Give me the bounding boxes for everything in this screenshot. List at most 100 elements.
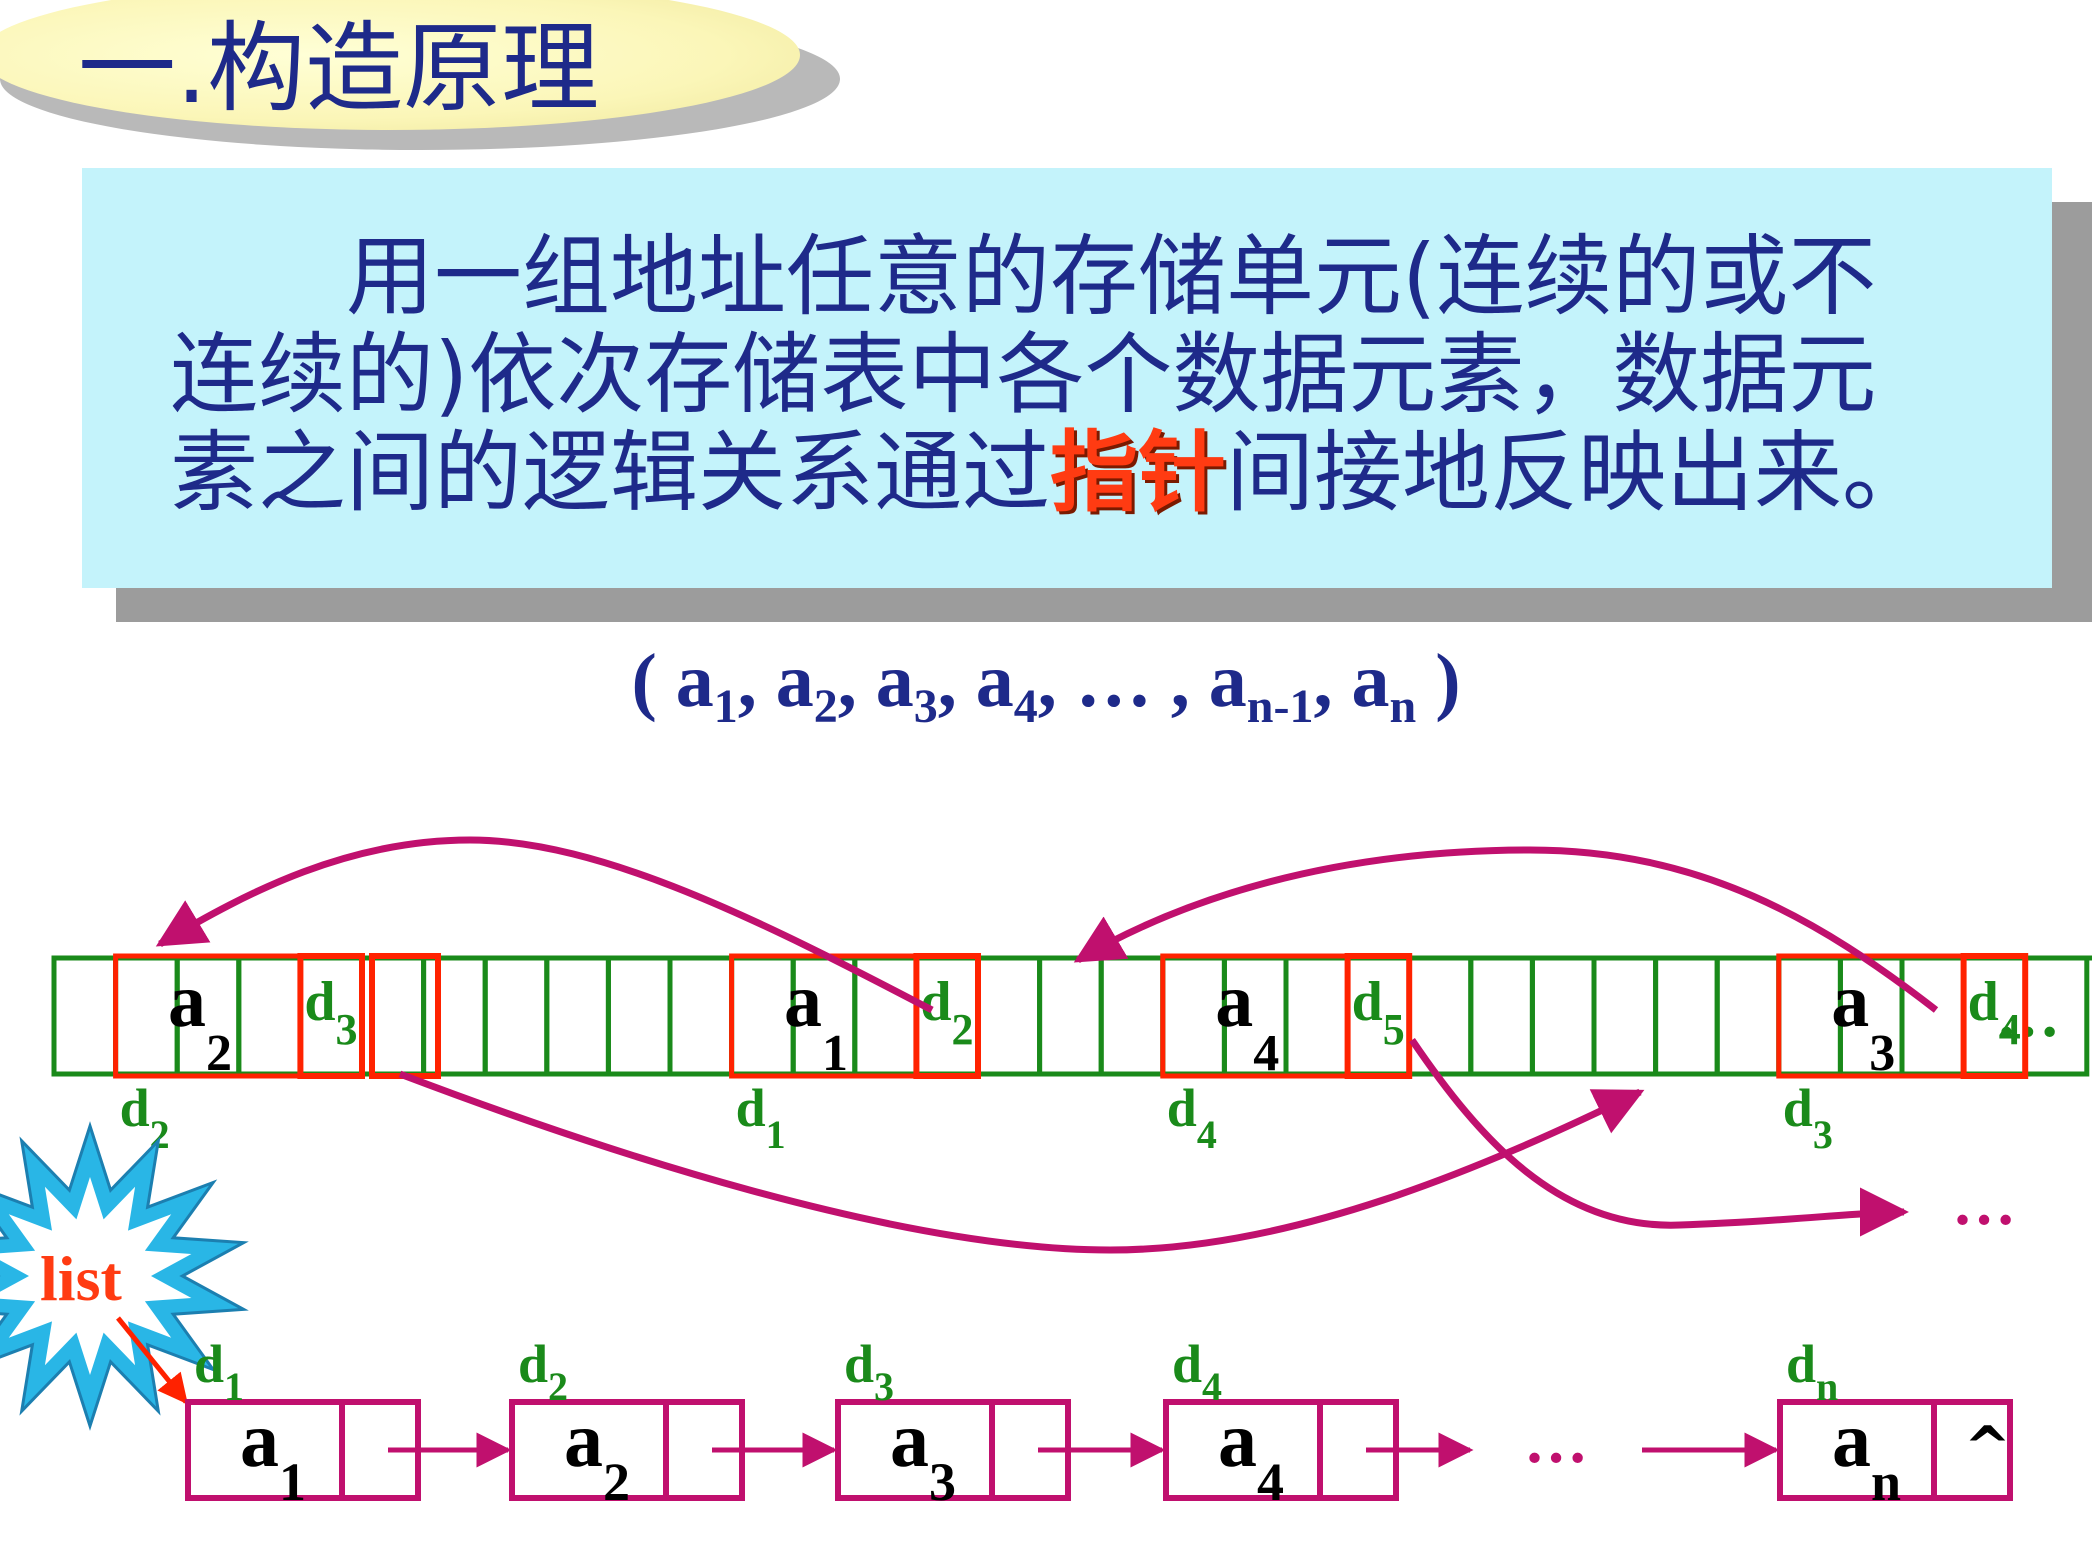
sequence-term-4: a4,	[976, 639, 1076, 733]
paragraph-text-before: 用一组地址任意的存储单元(连续的或不连续的)依次存储表中各个数据元素，数据元素之…	[170, 225, 1877, 524]
memory-node-next-base: d	[1352, 971, 1383, 1033]
sequence-term-base: a	[875, 639, 914, 723]
sequence-separator: ,	[937, 639, 976, 723]
list-node-address: d4	[1172, 1334, 1222, 1409]
list-node-address-sub: 3	[874, 1364, 894, 1409]
list-node-data: a1	[240, 1396, 306, 1512]
memory-node-next-sub: 2	[952, 1005, 974, 1054]
list-node-data-base: a	[1832, 1396, 1871, 1483]
memory-pointer-arrow-2	[1073, 846, 1939, 1013]
sequence-term-sub: 4	[1013, 680, 1038, 734]
list-node-box	[1777, 1399, 2013, 1501]
starburst-inner	[0, 1177, 192, 1375]
element-sequence: ( a1, a2, a3, a4, … , an-1, an )	[0, 638, 2092, 734]
sequence-term-5: … ,	[1076, 639, 1209, 723]
memory-arrow-ellipsis: …	[1952, 1167, 2016, 1238]
list-node-address: d1	[194, 1334, 244, 1409]
list-node-data-sub: 3	[929, 1452, 956, 1512]
memory-node-data: a2	[168, 959, 232, 1082]
list-node-address-base: d	[194, 1334, 224, 1394]
memory-node-next-sub: 4	[1999, 1005, 2021, 1054]
sequence-term-1: a1,	[675, 639, 776, 733]
sequence-term-base: a	[675, 639, 714, 723]
memory-node-address: d2	[120, 1078, 170, 1157]
memory-cell	[605, 955, 673, 1077]
list-node-data-sub: 4	[1257, 1452, 1284, 1512]
list-node-address-base: d	[844, 1334, 874, 1394]
memory-cell	[51, 955, 119, 1077]
memory-node-next-sub: 3	[336, 1005, 358, 1054]
memory-node-data: a1	[784, 959, 848, 1082]
memory-pointer-arrow-4	[1409, 1038, 1909, 1237]
list-node-address-base: d	[518, 1334, 548, 1394]
memory-cell	[1899, 955, 1967, 1077]
sequence-term-2: a2,	[775, 639, 876, 733]
list-node-data-sub: 1	[279, 1452, 306, 1512]
memory-node-pointer-field	[1344, 953, 1413, 1079]
memory-node-next-base: d	[304, 971, 335, 1033]
memory-pointer-outline	[369, 953, 441, 1079]
list-ellipsis: …	[1524, 1405, 1588, 1476]
list-node-address-sub: 1	[224, 1364, 244, 1409]
list-node-data-base: a	[240, 1396, 279, 1483]
memory-cell	[544, 955, 611, 1077]
memory-cell	[1283, 955, 1351, 1077]
memory-node-data-sub: 3	[1869, 1025, 1895, 1082]
linked-list: a1d1a2d2a3d3a4d4andn^…	[185, 1334, 2013, 1512]
memory-node-data-sub: 4	[1253, 1025, 1279, 1082]
list-node-data: an	[1832, 1396, 1901, 1512]
head-pointer-label: list	[40, 1243, 122, 1314]
memory-node-data-base: a	[1831, 959, 1869, 1043]
memory-node-address: d1	[736, 1078, 786, 1157]
sequence-term-base: a	[775, 639, 814, 723]
memory-cell	[1653, 955, 1720, 1077]
sequence-separator: ,	[1313, 639, 1352, 723]
list-node-data: a2	[564, 1396, 630, 1512]
memory-node-data-base: a	[168, 959, 206, 1043]
memory-cell	[1714, 955, 1782, 1077]
memory-node-address-base: d	[1167, 1078, 1197, 1138]
memory-node-data: a3	[1831, 959, 1895, 1082]
memory-cell	[975, 955, 1043, 1077]
list-node-address-base: d	[1172, 1334, 1202, 1394]
memory-node-next-sub: 5	[1383, 1005, 1405, 1054]
list-node-data: a4	[1218, 1396, 1284, 1512]
memory-node-address-sub: 3	[1813, 1112, 1833, 1157]
memory-node-address-base: d	[736, 1078, 766, 1138]
sequence-separator: ,	[737, 639, 776, 723]
list-node-address-sub: 2	[548, 1364, 568, 1409]
memory-pointer-arrows: …	[155, 836, 2016, 1254]
memory-pointer-arrow-3	[398, 1070, 1645, 1254]
memory-node-address-sub: 4	[1197, 1112, 1217, 1157]
sequence-terms: a1, a2, a3, a4, … , an-1, an	[675, 639, 1416, 733]
memory-node-next: d3	[304, 971, 357, 1054]
list-node-address-sub: n	[1816, 1364, 1838, 1409]
list-node-data-sub: 2	[603, 1452, 630, 1512]
list-node-address-base: d	[1786, 1334, 1816, 1394]
memory-node-1: a2 d3 d2	[113, 953, 365, 1157]
page-title: 一.构造原理	[78, 12, 600, 126]
sequence-separator: ,	[1037, 639, 1076, 723]
memory-node-2: a1 d 2 d1	[729, 953, 982, 1157]
memory-cell	[421, 955, 488, 1077]
sequence-term-sub: 1	[713, 680, 738, 734]
memory-pointer-d3-box	[369, 953, 441, 1079]
list-node-address: d2	[518, 1334, 568, 1409]
memory-cell	[667, 955, 735, 1077]
memory-node-address-base: d	[1783, 1078, 1813, 1138]
sequence-term-6: an-1,	[1209, 639, 1352, 733]
memory-node-address: d3	[1783, 1078, 1833, 1157]
definition-box	[82, 168, 2052, 588]
list-node-data-sub: n	[1871, 1452, 1901, 1512]
memory-cell	[482, 955, 550, 1077]
sequence-open-paren: (	[631, 639, 676, 723]
memory-cell	[236, 955, 303, 1077]
memory-node-address: d4	[1167, 1078, 1217, 1157]
memory-node-data-base: a	[1215, 959, 1253, 1043]
sequence-term-sub: n-1	[1246, 680, 1314, 734]
